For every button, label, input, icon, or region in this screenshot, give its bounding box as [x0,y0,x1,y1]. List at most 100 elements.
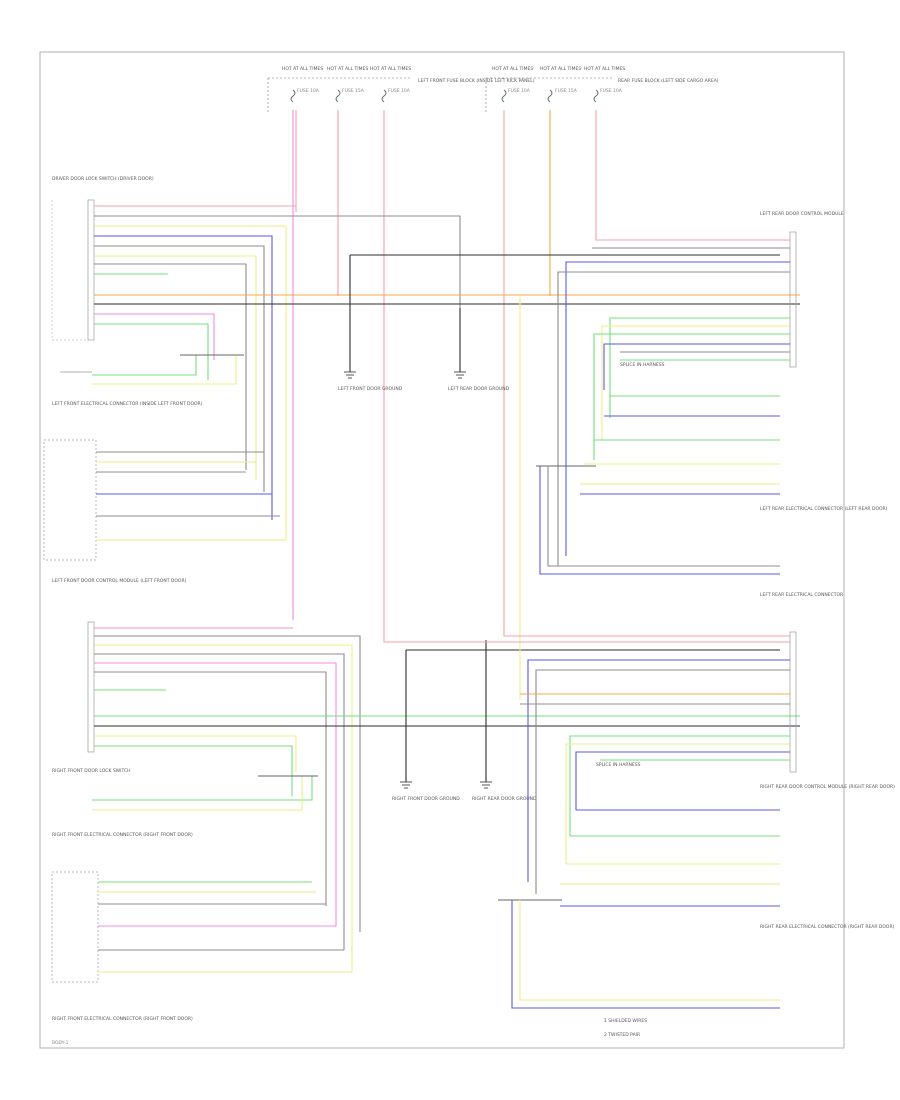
legend: 1 SHIELDED WIRES 2 TWISTED PAIR [604,1018,647,1038]
ground-label-3: RIGHT FRONT DOOR GROUND [392,796,460,802]
wire-lf-6 [94,255,257,480]
wire-rr-8 [565,743,790,864]
fuse-label-1: FUSE 10A [297,88,320,94]
wire-rr-1 [503,632,790,637]
wire-lf2-6 [94,671,327,906]
rf-connector-label: RIGHT FRONT ELECTRICAL CONNECTOR (RIGHT … [52,832,193,838]
lf-connector-block [43,439,97,561]
lr-module-connector [789,231,797,368]
fuse-5 [547,89,553,103]
legend-item-2: 2 TWISTED PAIR [604,1032,640,1038]
lr-actuator-label: LEFT REAR ELECTRICAL CONNECTOR (LEFT REA… [760,506,888,512]
ground-icon-4 [480,781,492,789]
lr-actuator-wires [536,395,780,575]
lr-module-label: LEFT REAR DOOR CONTROL MODULE [760,211,844,217]
wire-lf2-4 [94,653,345,950]
wire-rra-6 [519,900,780,1001]
power-source-3: HOT AT ALL TIMES [370,66,411,72]
wire-lr-5 [609,317,790,418]
wire-lf2-5 [94,662,337,926]
rr-module-label: RIGHT REAR DOOR CONTROL MODULE (RIGHT RE… [760,784,895,790]
page-ref: BODY-1 [52,1040,69,1046]
fuse-4 [501,89,507,103]
wire-rfs-1 [92,776,313,801]
ground-label-4: RIGHT REAR DOOR GROUND [472,796,537,802]
splice-label-1: SPLICE IN HARNESS [620,362,665,368]
ground-icon-2 [454,371,466,379]
lr-module-wires [519,236,790,700]
power-source-4: HOT AT ALL TIMES [492,66,533,72]
fuse-6 [593,89,599,103]
wire-lfa-1 [92,355,197,376]
fuse-block-right-label: REAR FUSE BLOCK (LEFT SIDE CARGO AREA) [618,78,719,84]
rr-actuator-wires [498,809,780,1009]
fuse-3 [381,89,387,103]
ground-icon-3 [400,781,412,789]
wire-lf-11 [94,313,215,360]
lf2-module-connector [87,621,95,753]
wire-rr-4 [535,669,790,894]
lf-actuator-wires [92,354,244,385]
fuse-block-left-label: LEFT FRONT FUSE BLOCK (INSIDE LEFT KICK … [418,78,535,84]
wire-lfa-2 [92,355,237,385]
fuse-label-6: FUSE 10A [600,88,623,94]
wire-lr-8 [603,343,790,390]
fuses [290,89,599,103]
wire-rr-7 [569,735,790,836]
legend-item-1: 1 SHIELDED WIRES [604,1018,647,1024]
wire-rra-7 [511,900,780,1009]
diagram-frame [39,51,845,1049]
power-source-6: HOT AT ALL TIMES [584,66,625,72]
power-sources: HOT AT ALL TIMES FUSE 10A HOT AT ALL TIM… [282,66,719,94]
ground-label-1: LEFT FRONT DOOR GROUND [338,386,403,392]
lf-module-outline [51,200,88,341]
lf-module-wires [94,205,800,540]
power-source-5: HOT AT ALL TIMES [540,66,581,72]
wire-lf-12 [94,323,209,380]
wire-rr-9 [575,751,790,810]
rf-connector-block [51,871,99,983]
wire-rr-3 [527,659,790,882]
wire-lf2-11 [94,745,293,796]
lf2-module-wires [94,627,800,972]
lf-connector-wires [96,451,286,541]
fuse-1 [290,89,296,103]
wire-lr-4 [557,271,790,566]
wire-lra-7 [547,466,780,567]
wire-lf2-3 [94,644,353,972]
wire-lr-1 [595,236,790,241]
wire-lf-4 [94,235,273,520]
wire-rfs-2 [92,776,303,811]
fuse-blocks [267,77,612,112]
ground-icon-1 [344,371,356,379]
rr-module-connector [789,631,797,773]
rf-switch-label: RIGHT FRONT DOOR LOCK SWITCH [52,768,130,774]
fuse-label-2: FUSE 15A [342,88,365,94]
wire-lr-3 [565,261,790,556]
wire-lf-3 [94,225,287,540]
wire-lra-8 [539,466,780,575]
rr-actuator-label: RIGHT REAR ELECTRICAL CONNECTOR (RIGHT R… [760,924,895,930]
power-source-2: HOT AT ALL TIMES [327,66,368,72]
wire-lf2-2 [94,635,361,932]
fuse-label-5: FUSE 15A [555,88,578,94]
rr-module-wires [383,632,790,894]
fuse-label-3: FUSE 10A [388,88,411,94]
wire-lf2-10 [94,735,297,772]
lf-module-label: LEFT FRONT DOOR CONTROL MODULE (LEFT FRO… [52,578,187,584]
wire-rr-2 [383,632,790,643]
lf-connector-label: LEFT FRONT ELECTRICAL CONNECTOR (INSIDE … [52,401,203,407]
wire-lf-7 [94,263,247,470]
rf-connector-wires [98,881,352,973]
ground-symbols [344,371,492,789]
ground-label-2: LEFT REAR DOOR GROUND [448,386,510,392]
fuse-label-4: FUSE 10A [508,88,531,94]
center-grounds [349,254,780,782]
driver-door-label: DRIVER DOOR LOCK SWITCH (DRIVER DOOR) [52,176,154,182]
wire-lr-6 [601,325,790,440]
rf-switch-wires [92,775,318,811]
fuse-2 [335,89,341,103]
splice-label-2: SPLICE IN HARNESS [596,762,641,768]
power-source-1: HOT AT ALL TIMES [282,66,323,72]
lr-switch-label: LEFT REAR ELECTRICAL CONNECTOR [760,592,843,598]
